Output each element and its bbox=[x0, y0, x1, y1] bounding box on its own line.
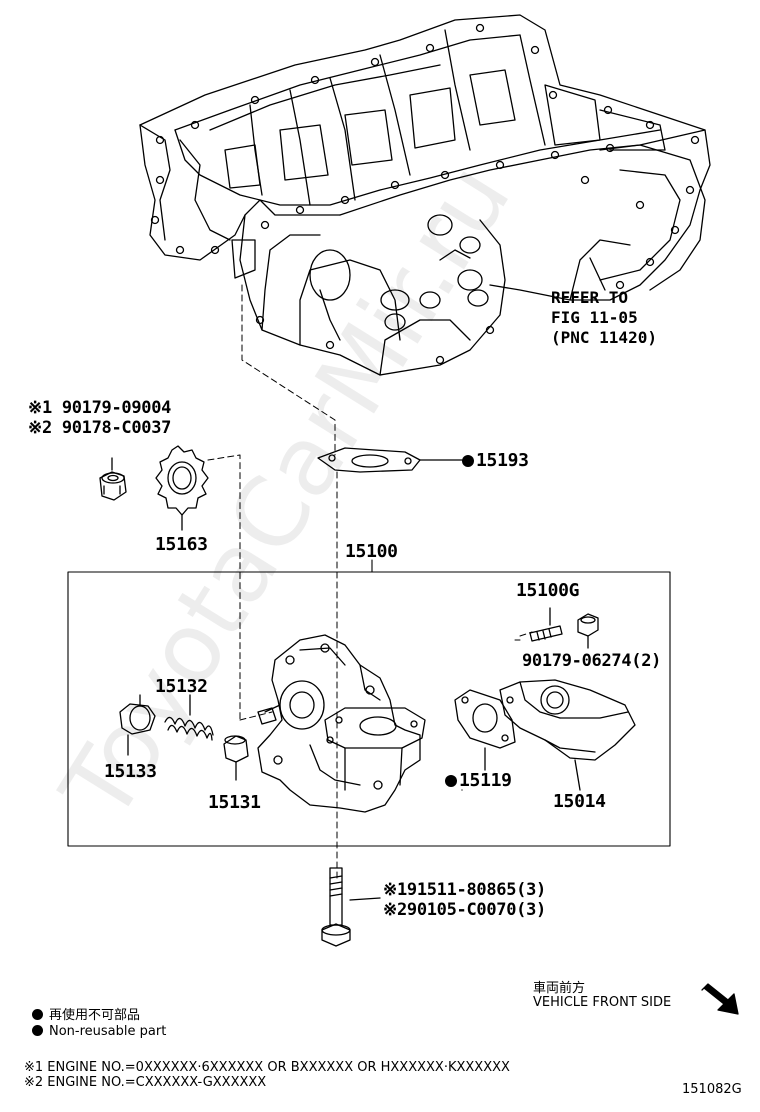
gasket-15193-drawing bbox=[317, 447, 463, 473]
legend-japanese-text: 再使用不可部品 bbox=[49, 1008, 141, 1023]
refer-note: REFER TO FIG 11-05 (PNC 11420) bbox=[551, 288, 657, 348]
assembly-lines bbox=[207, 284, 533, 881]
oil-pump-part-number[interactable]: 15100 bbox=[345, 541, 398, 562]
sprocket-part-number[interactable]: 15163 bbox=[155, 534, 208, 555]
figure-id: 151082G bbox=[682, 1082, 742, 1097]
valve-drawing bbox=[223, 735, 249, 781]
strainer-part-number[interactable]: 15014 bbox=[553, 791, 606, 812]
gasket-2-part-number[interactable]: 15119 bbox=[445, 770, 512, 791]
nut-part-number-2[interactable]: ※2 90178-C0037 bbox=[28, 418, 172, 438]
stud-drawing bbox=[529, 607, 563, 642]
bolt-part-number-2[interactable]: ※290105-C0070(3) bbox=[383, 900, 546, 920]
nut-drawing bbox=[99, 457, 127, 501]
plug-part-number[interactable]: 15133 bbox=[104, 761, 157, 782]
assembly-box bbox=[67, 571, 671, 847]
non-reusable-dot-icon bbox=[462, 455, 474, 467]
bolt-drawing bbox=[321, 867, 381, 947]
legend-english-text: Non-reusable part bbox=[49, 1024, 167, 1039]
refer-line-1: REFER TO bbox=[551, 288, 629, 307]
gasket-2-part-number-text: 15119 bbox=[459, 770, 512, 791]
nut-part-number-1[interactable]: ※1 90179-09004 bbox=[28, 398, 172, 418]
refer-line-2: FIG 11-05 bbox=[551, 308, 638, 327]
sprocket-drawing bbox=[155, 445, 209, 531]
stud-part-number[interactable]: 15100G bbox=[516, 580, 580, 601]
plug-drawing bbox=[119, 694, 156, 756]
stud-nut-drawing bbox=[577, 613, 599, 649]
strainer-drawing bbox=[499, 679, 636, 791]
bolt-part-number-1[interactable]: ※191511-80865(3) bbox=[383, 880, 546, 900]
legend-english: Non-reusable part bbox=[32, 1024, 166, 1039]
gasket-15119-drawing bbox=[454, 689, 516, 771]
spring-part-number[interactable]: 15132 bbox=[155, 676, 208, 697]
gasket-part-number[interactable]: 15193 bbox=[462, 450, 529, 471]
legend-dot-icon bbox=[32, 1009, 43, 1020]
spring-drawing bbox=[164, 694, 214, 741]
vehicle-front-label: VEHICLE FRONT SIDE bbox=[533, 995, 672, 1010]
refer-line-3: (PNC 11420) bbox=[551, 328, 657, 347]
gasket-part-number-text: 15193 bbox=[476, 450, 529, 471]
non-reusable-dot-icon bbox=[445, 775, 457, 787]
vehicle-front-japanese: 車両前方 bbox=[533, 981, 586, 996]
footnote-2: ※2 ENGINE NO.=CXXXXXX-GXXXXXX bbox=[24, 1075, 267, 1090]
front-arrow bbox=[701, 983, 739, 1015]
oil-pan-upper-drawing bbox=[139, 14, 711, 376]
footnote-1: ※1 ENGINE NO.=0XXXXXX·6XXXXXX OR BXXXXXX… bbox=[24, 1060, 510, 1075]
oil-pump-drawing bbox=[257, 634, 426, 813]
stud-nut-part-number[interactable]: 90179-06274(2) bbox=[522, 651, 662, 671]
valve-part-number[interactable]: 15131 bbox=[208, 792, 261, 813]
legend-japanese: 再使用不可部品 bbox=[32, 1004, 140, 1023]
legend-dot-icon bbox=[32, 1025, 43, 1036]
